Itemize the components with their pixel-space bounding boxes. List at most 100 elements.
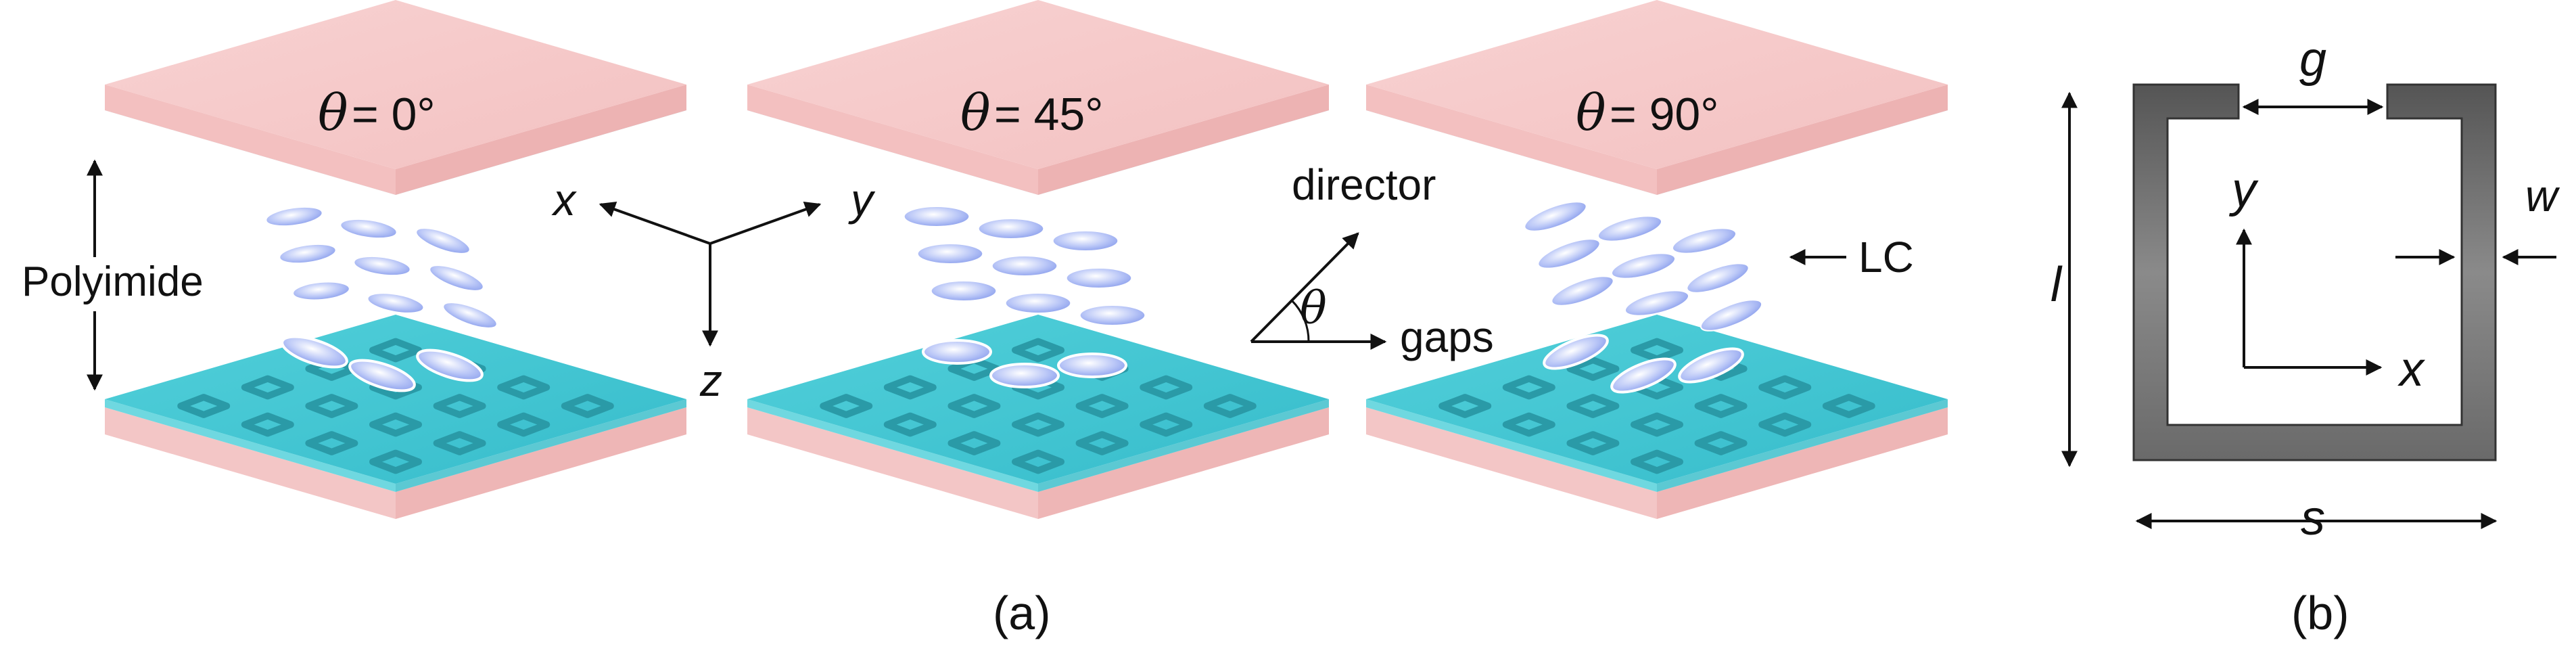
substrate-base-right (1038, 407, 1329, 519)
substrate-blue-right (1657, 399, 1948, 492)
substrate-blue-left (747, 399, 1038, 492)
split-ring-resonator-cell (1758, 375, 1812, 400)
panel-3-angle-label: = 90° (1610, 89, 1718, 140)
lc-molecule (367, 292, 425, 314)
lc-molecule-aligned (1610, 357, 1677, 394)
split-ring-resonator-cell (1012, 412, 1064, 437)
director-label: director (1292, 160, 1436, 209)
substrate-blue-left (105, 399, 396, 492)
lc-molecule (930, 280, 998, 302)
panel-theta-45 (747, 0, 1329, 519)
s-label: s (2301, 491, 2325, 545)
split-ring-resonator-cell (1631, 412, 1683, 437)
split-ring-resonator-cell (1566, 357, 1620, 381)
lc-molecule-aligned (922, 339, 992, 365)
gaps-label: gaps (1400, 313, 1494, 361)
split-ring-resonator-cell (1566, 394, 1620, 418)
lc-molecule (1065, 267, 1133, 289)
lc-molecule-aligned (989, 363, 1060, 388)
z-axis-label: z (699, 355, 722, 405)
lc-molecule (265, 206, 323, 227)
split-ring-resonator-cell (305, 394, 358, 418)
top-plate-top-face (1366, 0, 1948, 169)
lc-label: LC (1858, 233, 1914, 281)
top-plate-right-side (1657, 85, 1948, 195)
lc-molecule (442, 302, 498, 329)
y-axis-arrow (709, 201, 822, 245)
split-ring-resonator-cell (1012, 338, 1064, 363)
panel-theta-90 (1366, 0, 1948, 519)
panel-theta-0 (105, 0, 686, 519)
lc-molecule-aligned (1057, 353, 1127, 378)
director-arrow (1250, 232, 1359, 343)
srr-y-label: y (2228, 163, 2259, 217)
lc-molecule (977, 218, 1045, 240)
lc-molecule-aligned (281, 335, 348, 369)
lc-molecule (991, 255, 1058, 277)
split-ring-resonator-cell (433, 431, 486, 455)
lc-molecule-aligned (348, 359, 416, 392)
substrate-blue-right (396, 399, 686, 492)
lc-molecule (916, 243, 984, 265)
lc-molecule (1551, 275, 1614, 307)
polyimide-label: Polyimide (22, 258, 204, 305)
lc-molecule (1537, 238, 1601, 269)
panel-b-caption: (b) (2291, 587, 2349, 639)
substrate-base-left (747, 407, 1038, 519)
lc-molecule (1700, 299, 1763, 332)
x-axis-label: x (551, 175, 577, 225)
theta-angle-symbol: θ (1300, 282, 1327, 334)
lc-molecule (903, 206, 970, 227)
substrate-blue-right (1038, 399, 1329, 492)
panel-b: g w l s y x (b) (2051, 32, 2560, 639)
split-ring-resonator-cell (1438, 394, 1492, 418)
split-ring-resonator-cell (1075, 431, 1129, 455)
lc-molecule (429, 265, 484, 292)
panel-3-theta-symbol: θ (1576, 84, 1606, 142)
top-plate-left-side (1366, 85, 1657, 195)
lc-molecule (292, 281, 350, 301)
panel-2-angle-label: = 45° (994, 89, 1103, 140)
split-ring-resonator-cell (1502, 412, 1555, 437)
panel-a: x y z director θ gaps θ= 0°θ= 45°θ= 90°P… (22, 0, 1948, 639)
split-ring-resonator-cell (883, 375, 937, 400)
l-label: l (2051, 258, 2063, 312)
y-axis-label: y (848, 175, 876, 225)
panel-a-caption: (a) (993, 587, 1051, 639)
panel-1-theta-symbol: θ (318, 84, 348, 142)
split-ring-resonator-cell (369, 338, 422, 363)
lc-molecule (1671, 227, 1737, 254)
lc-molecule (1004, 292, 1072, 314)
top-plate-right-side (1038, 85, 1329, 195)
director-angle-diagram: director θ gaps (1250, 160, 1494, 361)
split-ring-resonator-cell (241, 375, 294, 400)
split-ring-resonator-cell (1758, 412, 1812, 437)
lc-molecule (1079, 304, 1146, 326)
panel-2-theta-symbol: θ (960, 84, 991, 142)
coordinate-axes: x y z (551, 175, 876, 405)
lc-molecule (279, 243, 337, 265)
substrate-base-right (396, 407, 686, 519)
top-plate-top-face (747, 0, 1329, 169)
lc-molecule-aligned (416, 348, 484, 382)
panel-1-angle-label: = 0° (352, 89, 436, 140)
split-ring-resonator-cell (883, 412, 937, 437)
split-ring-resonator-cell (1140, 375, 1193, 400)
lc-molecule (1686, 263, 1750, 294)
split-ring-resonator-cell (1502, 375, 1555, 400)
split-ring-resonator-cell (561, 394, 614, 418)
split-ring-resonator-cell (1566, 431, 1620, 455)
split-ring-resonator-cell (369, 449, 422, 474)
lc-molecule (415, 227, 471, 254)
lc-molecule-aligned (1678, 347, 1744, 384)
split-ring-resonator-cell (1140, 412, 1193, 437)
split-ring-resonator-cell (1631, 449, 1683, 474)
split-ring-resonator-cell (1075, 394, 1129, 418)
lc-molecule-aligned (1543, 334, 1609, 370)
split-ring-resonator-cell (947, 431, 1001, 455)
split-ring-resonator-cell (1012, 449, 1064, 474)
split-ring-resonator-cell (433, 394, 486, 418)
lc-molecule (1624, 290, 1690, 317)
split-ring-resonator-cell (820, 394, 873, 418)
lc-molecule (339, 218, 398, 240)
